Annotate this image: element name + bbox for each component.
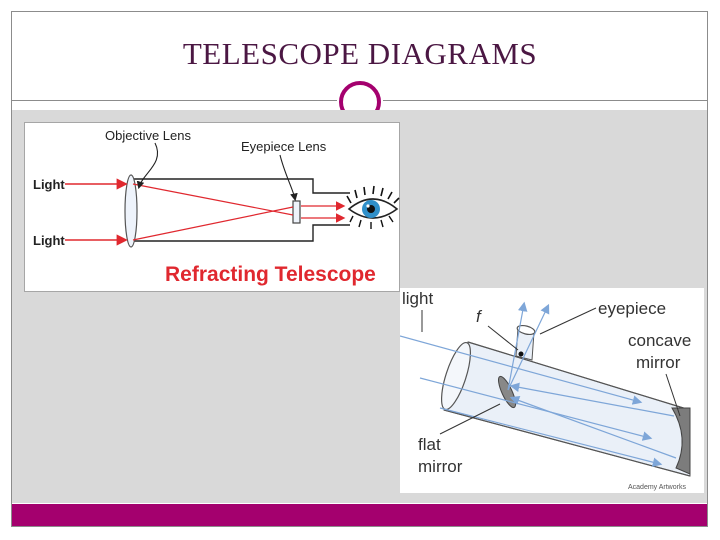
reflecting-telescope-diagram: light f eyepiece concave mirror flat mir… (399, 288, 704, 493)
reflector-tube-top-edge (467, 341, 691, 411)
tube-top-outline (133, 178, 350, 194)
flat-label-line1: flat (418, 435, 441, 454)
incoming-ray-2 (419, 377, 653, 441)
objective-lens-label: Objective Lens (105, 128, 191, 143)
flat-pointer (439, 403, 501, 435)
flat-label-line2: mirror (418, 457, 463, 476)
eyepiece-ray-1 (507, 301, 528, 391)
eyepiece-lens-label: Eyepiece Lens (241, 139, 327, 154)
reflected-ray-1 (509, 382, 675, 417)
concave-label-line1: concave (628, 331, 691, 350)
light-label: light (402, 289, 433, 308)
objective-pointer (136, 142, 158, 190)
footer-bar (12, 504, 707, 526)
eyepiece-pointer (279, 154, 298, 202)
concave-pointer (665, 373, 681, 417)
title-rule-right (383, 100, 708, 101)
eyepiece-pointer (539, 307, 597, 335)
reflecting-telescope-svg: light f eyepiece concave mirror flat mir… (399, 289, 691, 491)
focus-pointer (487, 325, 519, 351)
eyepiece-label: eyepiece (598, 299, 666, 318)
concave-label-line2: mirror (636, 353, 681, 372)
incoming-ray-3 (439, 407, 663, 467)
light-label-top: Light (33, 177, 65, 192)
tube-bottom-outline (133, 224, 350, 242)
slide-title: TELESCOPE DIAGRAMS (182, 36, 538, 71)
eye-icon (346, 185, 400, 229)
converging-ray-bottom (132, 206, 294, 241)
focus-label: f (476, 307, 483, 326)
refracting-telescope-svg: Light Light Objective Lens Eyepiece Lens… (33, 128, 400, 286)
eyepiece-ray-2 (507, 303, 550, 391)
focal-point-dot (518, 351, 524, 357)
refracting-caption: Refracting Telescope (165, 263, 376, 286)
concave-mirror-shape (671, 407, 691, 475)
credit-text: Academy Artworks (628, 484, 686, 491)
slide-frame (11, 11, 708, 527)
refracting-telescope-diagram: Light Light Objective Lens Eyepiece Lens… (24, 122, 400, 292)
eyepiece-lens (516, 324, 536, 336)
eyepiece-lens-shape (292, 200, 301, 224)
incoming-ray-1 (399, 335, 643, 405)
title-rule-left (12, 100, 337, 101)
light-label-bottom: Light (33, 233, 65, 248)
reflector-tube-bottom-edge (443, 409, 691, 477)
reflected-ray-2 (509, 395, 677, 459)
objective-lens-shape (124, 174, 138, 248)
converging-ray-top (132, 183, 294, 216)
